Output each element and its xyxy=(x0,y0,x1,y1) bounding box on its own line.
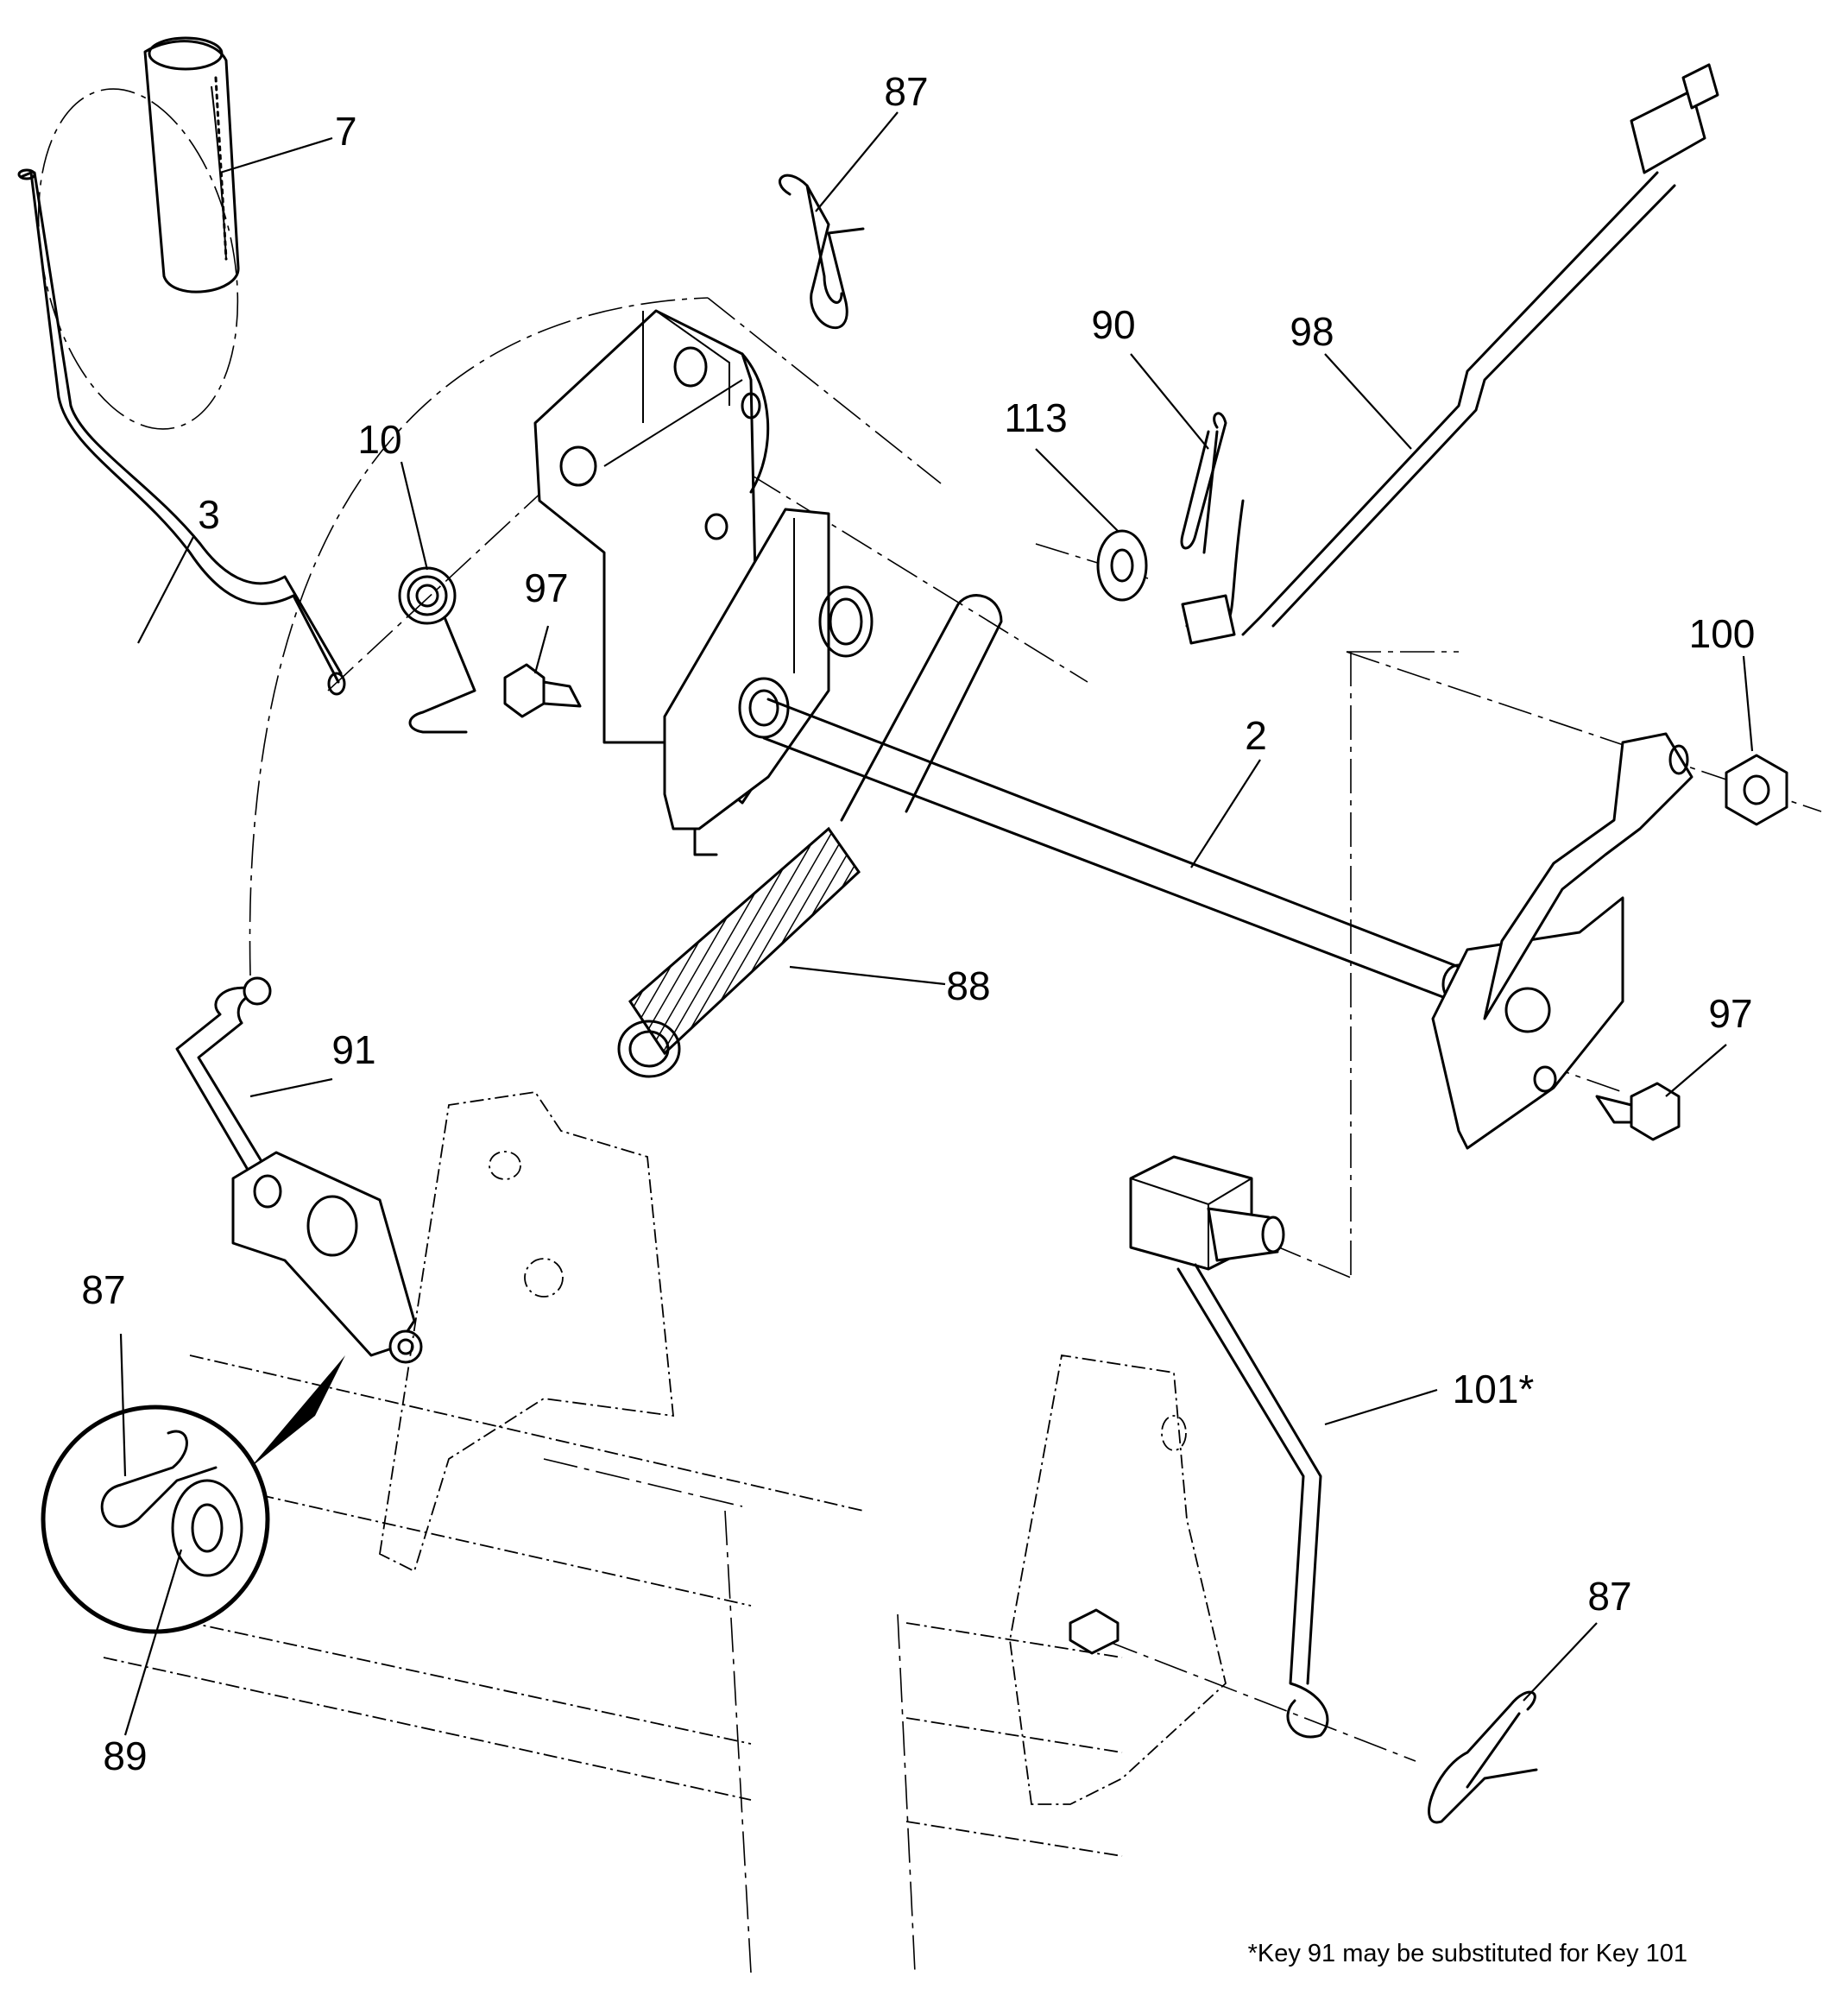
callout-3: 3 xyxy=(198,492,220,537)
cross-shaft-part-2 xyxy=(762,698,1476,1005)
hairpin-clip-part-87-lower xyxy=(1428,1690,1538,1824)
callout-labels: 7 87 10 3 97 90 98 113 100 2 88 91 97 87… xyxy=(81,69,1755,1967)
hex-nut-part-100 xyxy=(1725,754,1788,826)
callout-97: 97 xyxy=(524,565,568,610)
bolt-part-97-lower xyxy=(1595,1082,1681,1141)
callout-89: 89 xyxy=(103,1733,147,1778)
hairpin-clip-part-87-top xyxy=(779,174,865,329)
callout-87-b: 87 xyxy=(81,1267,125,1312)
callout-113: 113 xyxy=(1004,395,1067,440)
callout-10: 10 xyxy=(357,417,401,462)
callout-101: 101* xyxy=(1453,1367,1535,1411)
callout-7: 7 xyxy=(335,109,357,154)
lift-rod-part-98 xyxy=(1181,63,1719,645)
lift-handle-rod-part-3 xyxy=(17,168,346,696)
callout-87-c: 87 xyxy=(1587,1574,1631,1619)
footnote: *Key 91 may be substituted for Key 101 xyxy=(1248,1940,1687,1967)
callout-87: 87 xyxy=(884,69,928,114)
washer-part-113 xyxy=(1096,529,1148,602)
detail-zoom-circle xyxy=(41,1355,345,1634)
right-side-plate xyxy=(1431,732,1693,1150)
callout-90: 90 xyxy=(1091,302,1135,347)
callout-97-b: 97 xyxy=(1708,991,1752,1036)
leader-lines xyxy=(119,111,1754,1736)
callout-88: 88 xyxy=(946,963,990,1008)
front-pivot-bracket xyxy=(663,508,874,856)
assembly-lines xyxy=(37,88,1822,1762)
callout-98: 98 xyxy=(1290,309,1334,354)
callout-2: 2 xyxy=(1245,713,1267,758)
extension-spring-part-88 xyxy=(617,594,1003,1078)
bolt-part-97-upper xyxy=(503,663,582,718)
right-deck-bracket xyxy=(897,1354,1227,1973)
handle-grip-part-7 xyxy=(143,36,240,294)
callout-91: 91 xyxy=(331,1027,375,1072)
lift-link-part-91 xyxy=(175,976,423,1364)
callout-100: 100 xyxy=(1689,611,1756,656)
hairpin-clip-part-90 xyxy=(1180,412,1227,554)
lift-link-part-101 xyxy=(1129,1155,1329,1739)
torsion-spring-part-10 xyxy=(398,566,476,734)
